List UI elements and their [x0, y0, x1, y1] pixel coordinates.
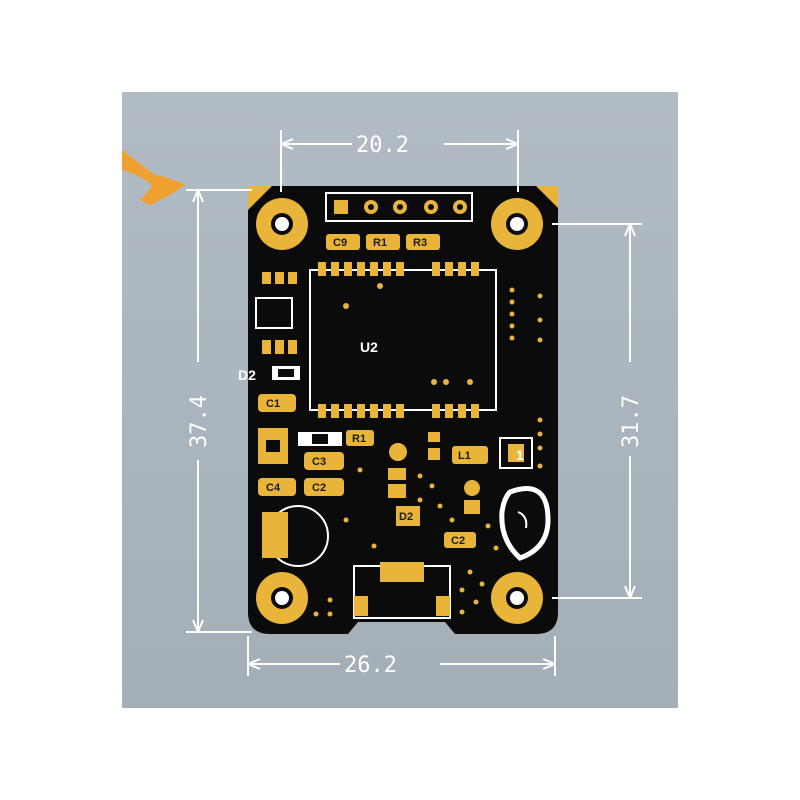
dim-top-width: 20.2 [356, 133, 409, 158]
dimension-left [186, 189, 252, 633]
brand-logo-icon [499, 486, 551, 561]
label-c9: C9 [333, 237, 347, 249]
scattered-vias [313, 467, 499, 617]
part-row-top: C9 R1 R3 [326, 234, 440, 250]
mount-hole-bottom-left [256, 572, 308, 624]
dim-left-height: 37.4 [187, 395, 212, 448]
label-d2: D2 [238, 367, 256, 383]
label-d2b: D2 [399, 511, 413, 523]
orange-pointer-icon [122, 150, 185, 205]
usb-connector [353, 562, 451, 619]
mount-hole-top-left [256, 198, 308, 250]
dim-bottom-width: 26.2 [344, 653, 397, 678]
label-c2: C2 [312, 482, 326, 494]
mount-hole-top-right [491, 198, 543, 250]
label-u2: U2 [360, 339, 378, 355]
label-r3: R3 [413, 237, 427, 249]
label-c1: C1 [266, 398, 280, 410]
middle-parts: D2 L1 1 C2 [388, 432, 533, 548]
electrolytic-capacitor [262, 505, 329, 567]
via-column [509, 287, 543, 469]
label-pin1: 1 [516, 447, 524, 463]
dimension-top [280, 130, 519, 192]
mount-hole-bottom-right [491, 572, 543, 624]
pin-header [325, 192, 473, 222]
dimension-right [552, 223, 642, 599]
left-parts: D2 C1 R1 C3 C4 C2 [238, 272, 374, 496]
label-r1-top: R1 [373, 237, 387, 249]
dimension-bottom [247, 636, 556, 676]
label-r1: R1 [352, 433, 366, 445]
module-u2: U2 [309, 262, 497, 418]
label-c2b: C2 [451, 535, 465, 547]
label-c4: C4 [266, 482, 281, 494]
dim-right-height: 31.7 [619, 395, 644, 448]
label-l1: L1 [458, 450, 471, 462]
label-c3: C3 [312, 456, 326, 468]
